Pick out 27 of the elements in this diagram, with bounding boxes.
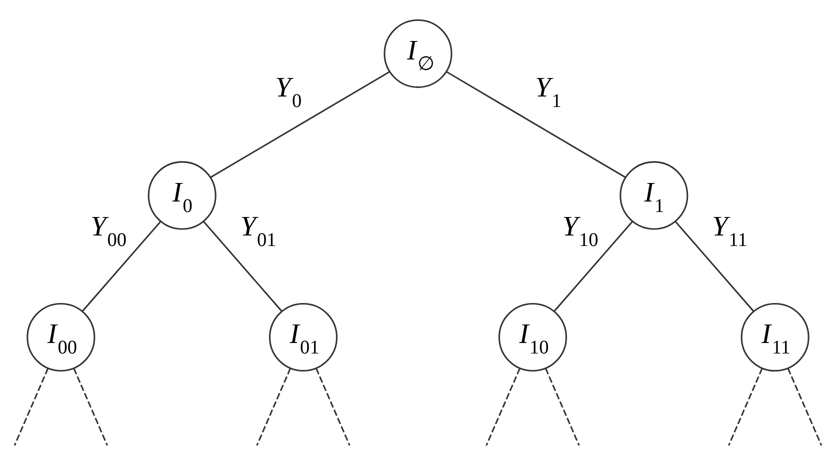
edge-label: Y$_{01}$ — [240, 211, 276, 251]
connector — [202, 220, 282, 312]
connector — [14, 368, 49, 446]
node-circle: I$_{∅}$ — [384, 18, 452, 88]
edge-label: Y$_{1}$ — [534, 72, 562, 112]
connector — [210, 70, 390, 178]
node-circle: I$_{01}$ — [268, 302, 338, 372]
node-circle: I$_{1}$ — [620, 160, 688, 230]
node-circle: I$_{0}$ — [148, 160, 216, 230]
edge-label: Y$_{11}$ — [712, 211, 748, 251]
edge-label: Y$_{00}$ — [90, 211, 127, 251]
node-circle: I$_{00}$ — [26, 302, 96, 372]
connector — [82, 220, 162, 312]
connector — [256, 368, 292, 446]
connector — [728, 368, 763, 446]
connector — [446, 70, 626, 178]
connector — [554, 220, 634, 312]
connector — [787, 368, 822, 446]
connector — [73, 368, 108, 446]
connector — [316, 368, 350, 446]
edge-label: Y$_{10}$ — [562, 211, 598, 251]
connector — [486, 368, 520, 446]
node-circle: I$_{10}$ — [498, 302, 568, 372]
edge-label: Y$_{0}$ — [275, 72, 302, 112]
connector — [674, 220, 754, 312]
node-circle: I$_{11}$ — [740, 302, 810, 372]
connector — [544, 368, 580, 446]
